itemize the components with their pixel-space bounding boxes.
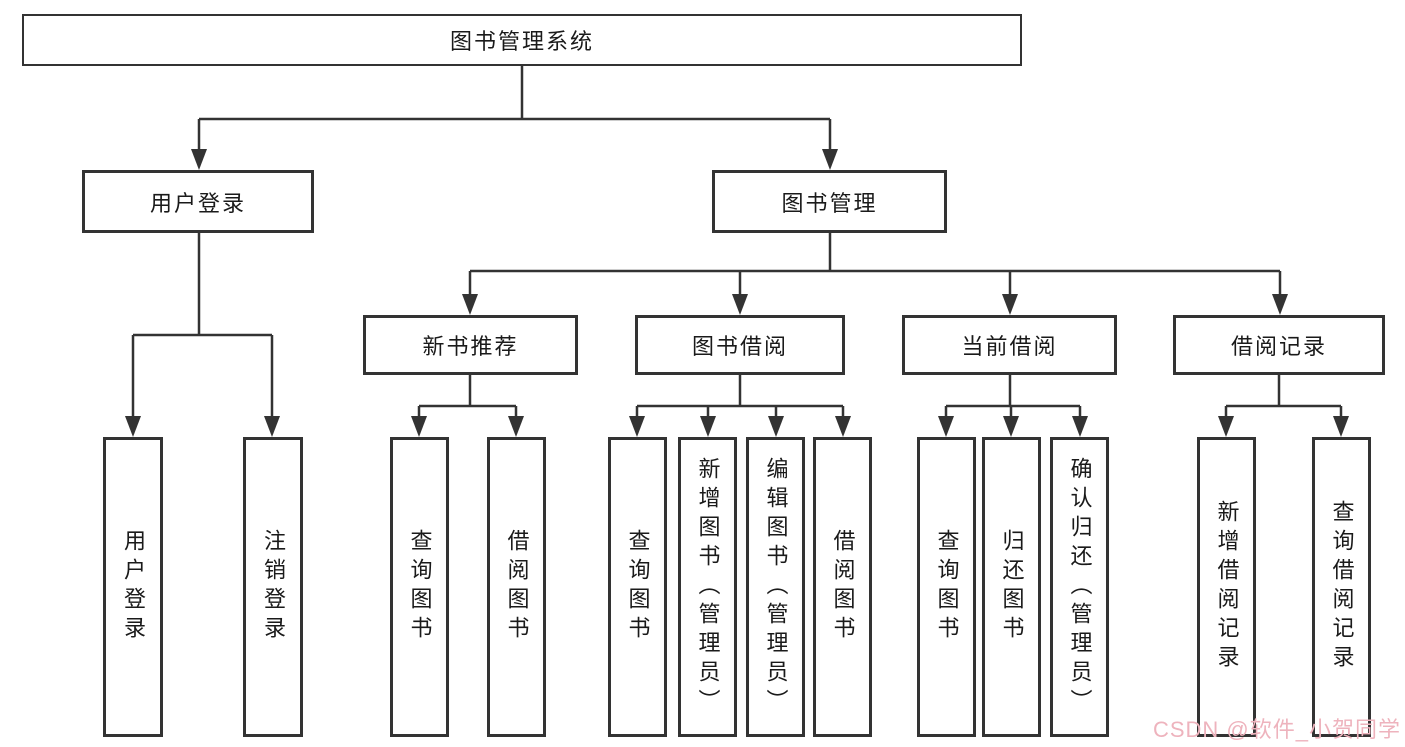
leaf-query-borrow-record-label: 查询借阅记录 bbox=[1329, 500, 1355, 674]
leaf-query-borrow-record: 查询借阅记录 bbox=[1312, 437, 1371, 737]
leaf-query-books-recommend: 查询图书 bbox=[390, 437, 449, 737]
node-user-login-label: 用户登录 bbox=[149, 190, 246, 216]
leaf-confirm-return-admin-label: 确认归还（管理员） bbox=[1067, 456, 1093, 718]
node-borrow-records-label: 借阅记录 bbox=[1230, 334, 1327, 359]
leaf-query-books-current: 查询图书 bbox=[917, 437, 976, 737]
leaf-add-borrow-record-label: 新增借阅记录 bbox=[1214, 500, 1240, 674]
leaf-logout-login: 注销登录 bbox=[243, 437, 303, 737]
leaf-user-login: 用户登录 bbox=[103, 437, 163, 737]
node-user-login: 用户登录 bbox=[82, 170, 314, 233]
leaf-borrow-books-recommend: 借阅图书 bbox=[487, 437, 546, 737]
node-current-borrow: 当前借阅 bbox=[902, 315, 1117, 375]
leaf-user-login-label: 用户登录 bbox=[121, 529, 146, 645]
leaf-return-books: 归还图书 bbox=[982, 437, 1041, 737]
node-borrow-records: 借阅记录 bbox=[1173, 315, 1385, 375]
leaf-query-books-borrow: 查询图书 bbox=[608, 437, 667, 737]
leaf-edit-books-admin-label: 编辑图书（管理员） bbox=[763, 456, 789, 718]
leaf-add-books-admin: 新增图书（管理员） bbox=[678, 437, 737, 737]
node-book-management: 图书管理 bbox=[712, 170, 947, 233]
node-book-borrow: 图书借阅 bbox=[635, 315, 845, 375]
leaf-borrow-books-recommend-label: 借阅图书 bbox=[504, 529, 530, 645]
leaf-borrow-books: 借阅图书 bbox=[813, 437, 872, 737]
leaf-edit-books-admin: 编辑图书（管理员） bbox=[746, 437, 805, 737]
node-book-borrow-label: 图书借阅 bbox=[691, 334, 788, 359]
leaf-add-borrow-record: 新增借阅记录 bbox=[1197, 437, 1256, 737]
node-root-label: 图书管理系统 bbox=[449, 29, 594, 54]
leaf-borrow-books-label: 借阅图书 bbox=[830, 529, 856, 645]
node-root: 图书管理系统 bbox=[22, 14, 1022, 66]
leaf-add-books-admin-label: 新增图书（管理员） bbox=[695, 456, 721, 718]
node-current-borrow-label: 当前借阅 bbox=[961, 334, 1058, 359]
node-new-book-recommend: 新书推荐 bbox=[363, 315, 578, 375]
leaf-confirm-return-admin: 确认归还（管理员） bbox=[1050, 437, 1109, 737]
leaf-logout-login-label: 注销登录 bbox=[261, 529, 286, 645]
node-new-book-recommend-label: 新书推荐 bbox=[422, 334, 519, 359]
leaf-query-books-current-label: 查询图书 bbox=[934, 529, 960, 645]
leaf-return-books-label: 归还图书 bbox=[999, 529, 1025, 645]
leaf-query-books-borrow-label: 查询图书 bbox=[625, 529, 651, 645]
leaf-query-books-recommend-label: 查询图书 bbox=[407, 529, 433, 645]
node-book-management-label: 图书管理 bbox=[781, 190, 878, 216]
